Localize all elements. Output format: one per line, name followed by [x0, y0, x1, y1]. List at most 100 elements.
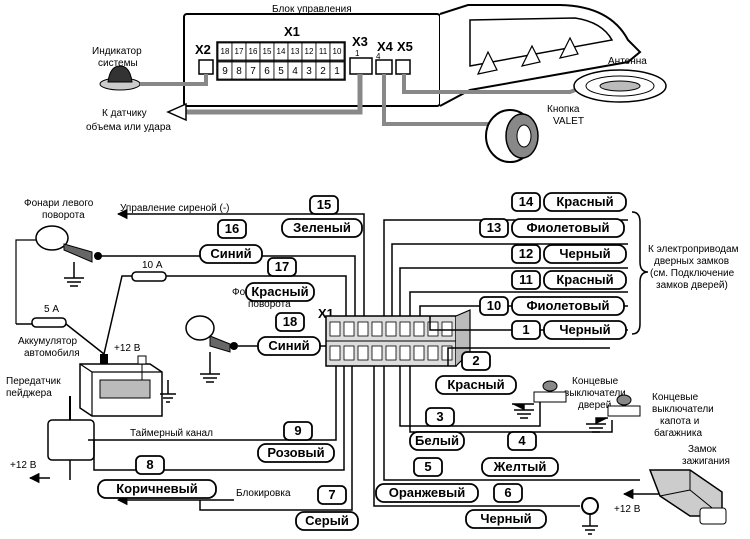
blocking-label: Блокировка — [236, 488, 291, 499]
wire-3-color: Белый — [415, 433, 459, 448]
x4-label: X4 — [377, 39, 394, 54]
door-switch-label-2: выключатели — [564, 388, 626, 399]
wire-4-label: 4 Желтый — [481, 431, 559, 477]
fuse-5-icon — [31, 317, 67, 328]
wire-2-number: 2 — [472, 353, 479, 368]
battery-plus-label: +12 В — [114, 343, 141, 354]
wire-10-number: 10 — [487, 298, 501, 313]
x1-pin-cell — [329, 61, 345, 80]
wire-2-label: 2 Красный — [435, 351, 517, 395]
ignition-plus-label: +12 В — [614, 504, 641, 515]
sensor-label-2: объема или удара — [86, 121, 171, 133]
x1-pin-number: 8 — [236, 66, 242, 77]
x5-connector — [395, 59, 411, 75]
right-ground-icon — [200, 352, 220, 383]
wire-3-label: 3 Белый — [409, 407, 465, 451]
wire-16-number: 16 — [225, 221, 239, 236]
wire-16-label: 16 Синий — [199, 219, 263, 264]
x2-connector — [198, 59, 214, 75]
x1-pin-number: 5 — [278, 66, 284, 77]
harness-slot — [329, 321, 341, 337]
ground-ring-icon — [581, 497, 599, 515]
wire-15-number: 15 — [317, 197, 331, 212]
hood-switch-label-4: багажника — [654, 427, 702, 439]
harness-slot — [371, 321, 383, 337]
wire-7-number: 7 — [328, 487, 335, 502]
pager-label-2: пейджера — [6, 388, 52, 399]
x3-pin: 1 — [355, 49, 360, 58]
right-lamp-node — [230, 342, 238, 350]
valet-button: Кнопка VALET — [382, 74, 584, 163]
fuse-10-label: 10 А — [142, 260, 163, 271]
x4-connector — [375, 59, 393, 75]
battery-label-1: Аккумулятор — [18, 336, 77, 347]
wire-11-color: Красный — [556, 272, 613, 287]
x1-pin-number: 15 — [263, 47, 272, 56]
hood-switches: Концевые выключатели капота и багажника — [586, 392, 714, 439]
door-locks-label-2: дверных замков — [654, 256, 729, 267]
pager-icon — [47, 419, 95, 461]
door-switch-label-3: дверей — [578, 400, 611, 411]
control-unit-label: Блок управления — [272, 4, 352, 15]
wire-9-color: Розовый — [267, 445, 324, 460]
harness-slot — [413, 345, 425, 361]
harness-slot — [371, 345, 383, 361]
x1-pin-number: 11 — [319, 47, 328, 56]
indicator-cable — [140, 74, 208, 86]
system-indicator: Индикатор системы — [92, 46, 208, 91]
x1-label: X1 — [284, 24, 300, 39]
x1-pin-number: 12 — [305, 47, 314, 56]
sensor-arrow-icon — [166, 102, 187, 122]
wire-9-label: 9 Розовый — [257, 421, 335, 463]
x1-pin-number: 17 — [235, 47, 244, 56]
wire-1-label: 1 Черный — [511, 320, 627, 340]
wire-14-color: Красный — [556, 194, 613, 209]
control-unit-side — [439, 4, 642, 107]
mounting-tabs — [476, 36, 579, 75]
wire-9-number: 9 — [294, 423, 301, 438]
ground-icon — [64, 277, 84, 287]
battery-plus-terminal — [100, 354, 108, 364]
x3-label: X3 — [352, 34, 368, 49]
wire-6-color: Черный — [480, 511, 531, 526]
wire-1-color: Черный — [559, 322, 610, 337]
wire-labels: 15 Зеленый 16 Синий 17 Красный 18 Синий — [97, 192, 627, 531]
x2-label: X2 — [195, 42, 211, 57]
wire-15-label: 15 Зеленый — [281, 195, 363, 238]
door-switch-ground-icon — [512, 403, 534, 419]
antenna: Антенна — [402, 56, 667, 103]
wire-15-color: Зеленый — [293, 220, 351, 235]
harness-slot — [357, 321, 369, 337]
wire-8-color: Коричневый — [116, 481, 198, 496]
wire-5-color: Оранжевый — [389, 485, 466, 500]
wire-17-label: 17 Красный — [245, 257, 315, 302]
right-turn-label-2: поворота — [248, 299, 291, 310]
harness-slot — [441, 321, 453, 337]
hood-switch-label-3: капота и — [660, 416, 699, 427]
x1-pin-number: 16 — [249, 47, 258, 56]
wire-13-color: Фиолетовый — [526, 220, 609, 235]
x1-pin-number: 3 — [306, 66, 312, 77]
wire-12-label: 12 Черный — [511, 244, 627, 264]
x1-pin-number: 9 — [222, 66, 228, 77]
hood-switch-label-2: выключатели — [652, 404, 714, 415]
hood-switch-ground-icon — [586, 417, 608, 433]
harness-slot — [399, 345, 411, 361]
left-turn-lamps: Фонари левого поворота — [24, 198, 102, 287]
wire-4-color: Желтый — [493, 459, 547, 474]
left-turn-label-2: поворота — [42, 210, 85, 221]
ignition-label-1: Замок — [688, 444, 717, 455]
wire-18-color: Синий — [268, 338, 309, 353]
wire-2-color: Красный — [447, 377, 504, 392]
wire-10-label: 10 Фиолетовый — [479, 296, 625, 316]
wire-5-number: 5 — [424, 459, 431, 474]
indicator-label-1: Индикатор — [92, 46, 142, 57]
harness-slot — [385, 321, 397, 337]
door-locks-label-4: замков дверей) — [656, 280, 728, 291]
battery-label-2: автомобиля — [24, 347, 80, 359]
x1-pin-number: 13 — [291, 47, 300, 56]
battery-ground-icon — [160, 380, 176, 403]
